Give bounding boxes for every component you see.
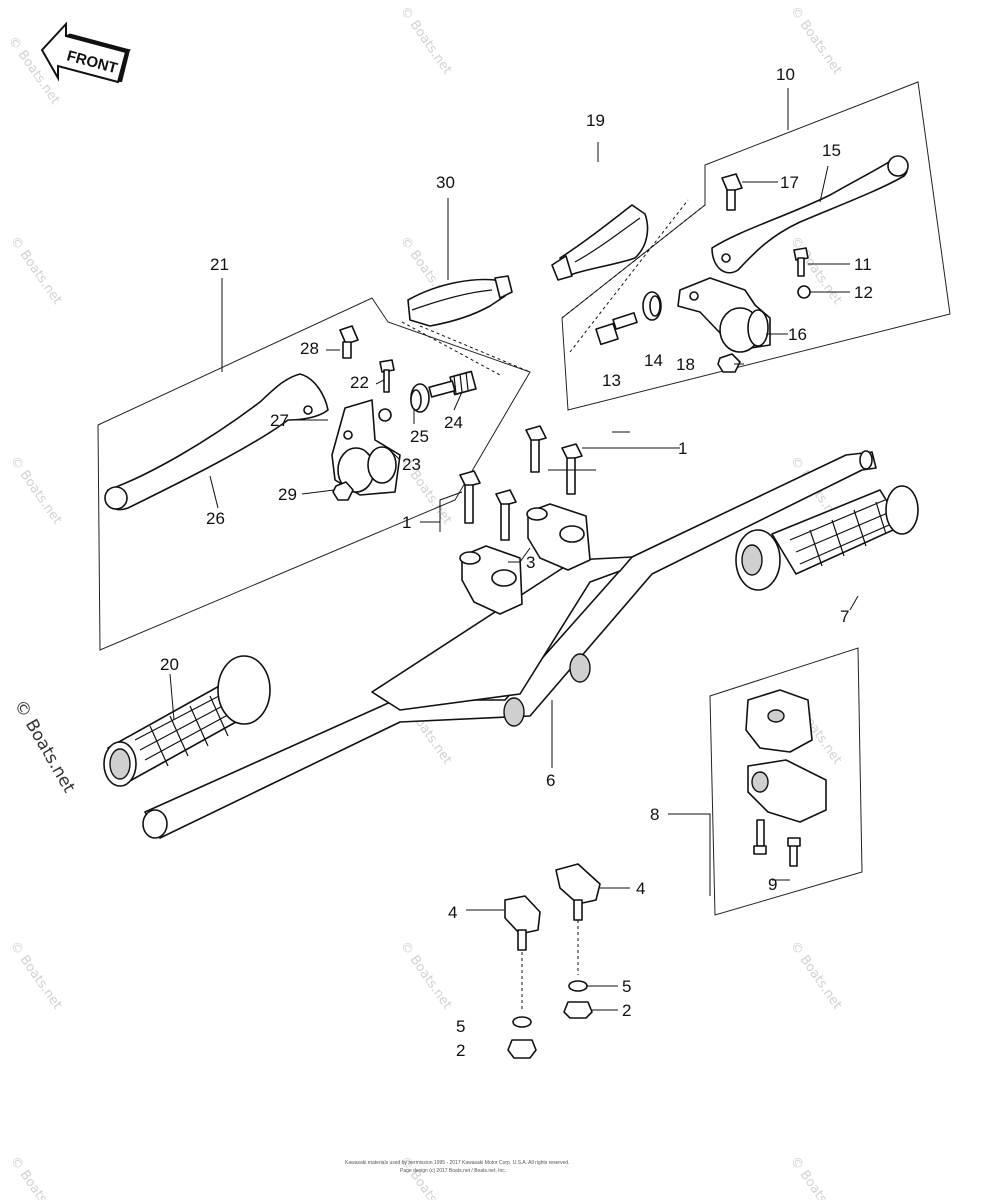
callout-23: 23	[402, 455, 421, 474]
washer	[512, 1016, 532, 1028]
lever-holder-right	[677, 277, 771, 353]
callout-27: 27	[270, 411, 289, 430]
callout-29: 29	[278, 485, 297, 504]
washer	[568, 980, 588, 992]
callout-18: 18	[676, 355, 695, 374]
callout-5-right: 5	[622, 977, 631, 996]
lever-pivot-bolt	[339, 325, 359, 359]
washer-right	[797, 285, 811, 299]
handlebar-holder-cap	[526, 503, 591, 571]
callout-1-right: 1	[678, 439, 687, 458]
callout-25: 25	[410, 427, 429, 446]
watermark: © Boats.net	[7, 939, 65, 1013]
cable-adjuster-left	[410, 370, 477, 413]
callout-30: 30	[436, 173, 455, 192]
callout-4-right: 4	[636, 879, 645, 898]
handlebar-holder-lower	[504, 895, 541, 951]
callout-28: 28	[300, 339, 319, 358]
leader-lines	[169, 88, 859, 1011]
callout-16: 16	[788, 325, 807, 344]
switch-screw	[753, 819, 767, 855]
callout-8: 8	[650, 805, 659, 824]
callout-24: 24	[444, 413, 463, 432]
callout-2-left: 2	[456, 1041, 465, 1060]
watermark: © Boats.net	[787, 4, 845, 78]
washer	[378, 408, 392, 422]
holder-bolt	[459, 470, 481, 524]
callout-10: 10	[776, 65, 795, 84]
callout-1-left: 1	[402, 513, 411, 532]
callout-9: 9	[768, 875, 777, 894]
callout-20: 20	[160, 655, 179, 674]
callout-3: 3	[526, 553, 535, 572]
watermark: © Boats.net	[7, 234, 65, 308]
holder-bolt	[561, 443, 583, 495]
switch-screw	[787, 837, 801, 867]
cable-adjuster-right	[595, 291, 662, 346]
lever-cover-left	[407, 275, 513, 327]
nut-right	[717, 353, 741, 373]
nut	[563, 1001, 593, 1019]
watermark: © Boats.net	[397, 4, 455, 78]
callout-22: 22	[350, 373, 369, 392]
callout-5-left: 5	[456, 1017, 465, 1036]
callout-4-left: 4	[448, 903, 457, 922]
callout-6: 6	[546, 771, 555, 790]
switch-housing-frame	[709, 647, 863, 916]
watermark: © Boats.net	[7, 1154, 65, 1200]
callout-2-right: 2	[622, 1001, 631, 1020]
callout-11: 11	[854, 255, 872, 274]
handlebar-holder-cap	[459, 545, 523, 615]
watermark: © Boats.net	[787, 234, 845, 308]
watermark: © Boats.net	[397, 939, 455, 1013]
left-lever-assembly-frame	[97, 297, 531, 651]
clutch-lever	[104, 373, 329, 511]
callout-14: 14	[644, 351, 663, 370]
brake-lever	[711, 155, 909, 274]
screw-right	[793, 247, 809, 277]
watermark-large: © Boats.net	[10, 697, 79, 797]
lever-pivot-bolt-right	[721, 173, 743, 211]
callout-labels: 30 21 19 10 15 17 11 12 16 14 18 13 28 2…	[160, 65, 873, 1060]
callout-21: 21	[210, 255, 229, 274]
watermark: © Boats.net	[7, 454, 65, 528]
copyright-line-2: Page design (c) 2017 Boats.net / Boats.n…	[400, 1168, 506, 1174]
lever-cover-right	[551, 204, 649, 281]
handlebar-holder-lower	[555, 863, 601, 921]
callout-13: 13	[602, 371, 621, 390]
left-grip	[103, 655, 271, 787]
callout-12: 12	[854, 283, 873, 302]
watermark: © Boats.net	[787, 939, 845, 1013]
nut	[507, 1039, 537, 1059]
switch-housing	[745, 689, 827, 823]
callout-19: 19	[586, 111, 605, 130]
assembly-guide	[401, 321, 531, 376]
front-arrow-icon: FRONT	[40, 21, 132, 84]
assembly-guide-right	[561, 199, 706, 353]
lever-holder-left	[331, 399, 401, 496]
copyright-line-1: Kawasaki materials used by permission 19…	[345, 1160, 570, 1166]
mount-guide	[521, 920, 579, 1010]
watermark: © Boats.net	[787, 1154, 845, 1200]
holder-bolt	[495, 489, 517, 541]
callout-17: 17	[780, 173, 799, 192]
callout-15: 15	[822, 141, 841, 160]
callout-7: 7	[840, 607, 849, 626]
watermarks: © Boats.net © Boats.net © Boats.net © Bo…	[5, 4, 845, 1200]
holder-bolt	[525, 425, 547, 473]
callout-26: 26	[206, 509, 225, 528]
lock-nut	[332, 481, 354, 501]
handlebar	[142, 450, 877, 839]
screw	[379, 359, 395, 393]
right-grip	[735, 485, 919, 591]
copyright-footer: Kawasaki materials used by permission 19…	[345, 1160, 570, 1174]
